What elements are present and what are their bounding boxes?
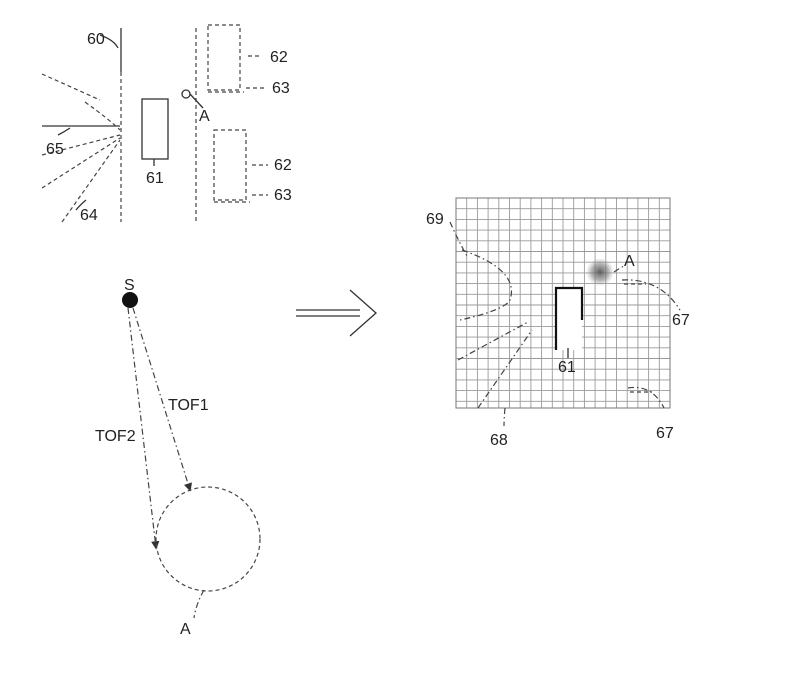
label-s: S xyxy=(124,277,135,294)
cabinet-62-upper xyxy=(207,24,241,91)
cabinet-62-lower xyxy=(213,129,247,201)
occupancy-grid-map: 69 A 67 61 68 67 xyxy=(426,197,690,449)
point-a-marker xyxy=(181,89,191,99)
room-floor-plan: 60 62 63 A 65 61 62 63 64 xyxy=(41,24,292,224)
leader-64 xyxy=(75,199,87,211)
hotspot-a xyxy=(586,258,614,286)
leader-67a xyxy=(621,279,681,311)
label-64: 64 xyxy=(80,207,98,224)
leader-67b xyxy=(627,386,665,409)
label-63a: 63 xyxy=(272,80,290,97)
target-circle xyxy=(155,486,261,592)
fan-arc xyxy=(84,101,121,131)
arrow-head xyxy=(349,289,377,337)
label-69: 69 xyxy=(426,211,444,228)
grid-border xyxy=(455,197,671,409)
fan-ray-b xyxy=(477,329,533,409)
leader-69 xyxy=(449,221,469,259)
fan-ray-4 xyxy=(41,137,121,189)
label-61-floorplan: 61 xyxy=(146,170,164,187)
object-61 xyxy=(141,98,169,160)
label-67b: 67 xyxy=(656,425,674,442)
label-65: 65 xyxy=(46,141,64,158)
label-60: 60 xyxy=(87,31,105,48)
leader-65 xyxy=(57,127,71,136)
label-63b: 63 xyxy=(274,187,292,204)
label-61-grid: 61 xyxy=(558,359,576,376)
source-s-dot xyxy=(122,292,138,308)
label-tof2: TOF2 xyxy=(95,428,136,445)
fan-69-arc xyxy=(459,249,512,321)
fan-ray-1 xyxy=(41,73,101,101)
label-a-floorplan: A xyxy=(199,108,210,125)
leader-60 xyxy=(99,34,119,49)
label-a-tof: A xyxy=(180,621,191,638)
label-62a: 62 xyxy=(270,49,288,66)
grid-object-61-outline xyxy=(554,286,584,350)
leader-a-tof xyxy=(193,589,205,619)
tof1-path xyxy=(132,307,192,492)
label-a-grid: A xyxy=(624,253,635,270)
fan-ray-5 xyxy=(61,139,121,223)
label-68: 68 xyxy=(490,432,508,449)
fan-ray-a xyxy=(457,321,529,361)
leader-a xyxy=(189,93,204,109)
label-62b: 62 xyxy=(274,157,292,174)
leader-a-grid xyxy=(613,265,625,273)
tof-diagram: S TOF1 TOF2 A xyxy=(95,277,261,638)
label-tof1: TOF1 xyxy=(168,397,209,414)
leader-68 xyxy=(503,407,506,427)
transform-arrow xyxy=(296,289,377,337)
label-67a: 67 xyxy=(672,312,690,329)
grid-object-61 xyxy=(556,288,582,350)
